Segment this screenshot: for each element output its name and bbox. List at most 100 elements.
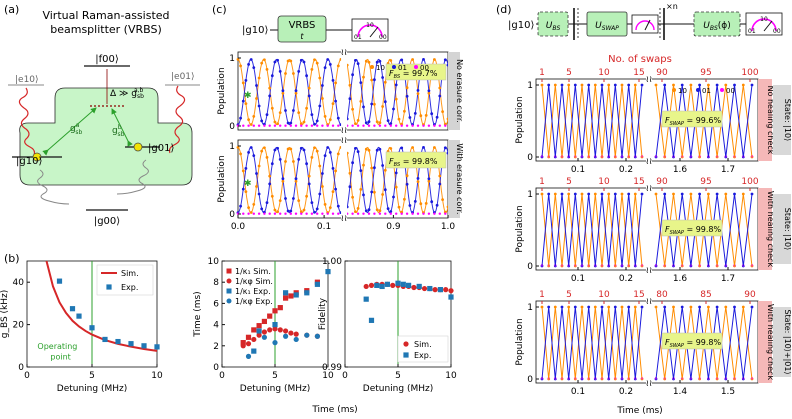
series-00-point <box>356 212 360 215</box>
c-legend-marker-0 <box>370 65 374 69</box>
d-state-label-0: State: |10⟩ <box>783 99 792 141</box>
series-10-point <box>383 168 387 172</box>
series-01-point <box>247 63 251 66</box>
series-00-point <box>326 212 329 215</box>
series-2-point <box>304 290 310 296</box>
c-row-label-0: No erasure corr. <box>455 59 464 123</box>
series-10-point <box>286 59 290 63</box>
series-0-point <box>411 284 417 291</box>
series-0-point <box>267 313 273 319</box>
panel-a: (a) Virtual Raman-assisted beamsplitter … <box>4 3 200 227</box>
c-x-tick-label: 0.0 <box>231 222 246 232</box>
series-00-point <box>289 124 292 127</box>
coupling-region <box>19 87 193 186</box>
series-1-point <box>379 283 385 290</box>
series-00-point <box>257 212 261 215</box>
legend-sim-label: Sim. <box>414 340 432 349</box>
swap-tick-label: 85 <box>700 290 711 300</box>
swap-tick-label: 15 <box>633 68 644 78</box>
series-01-point <box>294 89 298 93</box>
series-1-point <box>363 296 369 302</box>
legend-label-3: 1/κφ Exp. <box>235 297 273 306</box>
series-01-point <box>273 148 277 152</box>
d-fidelity-0-box <box>661 110 723 128</box>
series-01-point <box>315 207 319 211</box>
y-tick-label: 40 <box>13 278 25 288</box>
y-tick-label: 0 <box>18 363 24 373</box>
c-legend-label-0: 10 <box>376 64 385 72</box>
series-0-point <box>421 285 428 292</box>
series-10-point <box>255 97 258 100</box>
series-10-point <box>310 156 314 159</box>
series-00-point <box>337 212 340 215</box>
series-01-point <box>443 58 447 62</box>
series-01-point <box>249 58 253 61</box>
y-axis-label: Population <box>515 318 525 365</box>
d-x-tick-label: 1.4 <box>673 387 688 397</box>
series-01-point <box>383 100 387 104</box>
c-fidelity-1-text: FBS = 99.8% <box>389 157 438 168</box>
series-00-point <box>247 124 250 127</box>
series-10-point <box>247 206 251 210</box>
series-3-point <box>272 340 278 346</box>
d-state-label-1: State: |10⟩ <box>783 208 792 250</box>
c-x-tick-label: 1.0 <box>441 222 456 232</box>
axis-break-top: ≀≀ <box>646 297 653 307</box>
d-x-tick-label: 1.5 <box>721 387 735 397</box>
series-1-point <box>251 336 257 343</box>
series-01-point <box>362 193 365 197</box>
d-fidelity-0-text: FSWAP = 99.6% <box>665 116 722 127</box>
y-tick-label: 1 <box>229 142 235 152</box>
y-tick-label: 1 <box>527 190 533 200</box>
d-x-tick-label: 0.1 <box>571 274 585 284</box>
series-01-point <box>394 83 398 87</box>
series-10-point <box>281 91 285 95</box>
series-01-point <box>289 209 293 213</box>
series-01-point <box>302 148 306 152</box>
c-legend-marker-2 <box>414 65 418 69</box>
y-axis-label: g_BS (kHz) <box>0 290 10 339</box>
c-fidelity-0-text: FBS = 99.7% <box>389 69 438 80</box>
series-10-point <box>278 199 282 203</box>
d-gate-ubs-phi <box>693 11 741 37</box>
series-01-point <box>370 190 374 194</box>
series-1-point <box>267 327 273 333</box>
series-01-point <box>392 195 395 199</box>
series-01-point <box>373 78 376 82</box>
swap-tick-label: 15 <box>633 177 644 187</box>
series-10-point <box>310 68 314 71</box>
d-x-tick-label: 0.2 <box>619 165 633 175</box>
series-0-point <box>390 282 396 288</box>
y-tick-label: 8 <box>213 278 219 288</box>
series-1-point <box>256 332 262 338</box>
d-x-tick-label: 0.2 <box>619 274 633 284</box>
series-10-point <box>351 107 354 111</box>
series-01-point <box>413 112 417 115</box>
d-row-label-bg-2 <box>758 301 772 383</box>
d-x-tick-label: 0.2 <box>619 387 633 397</box>
c-row-label-1: With erasure corr. <box>455 143 464 214</box>
series-00-point <box>405 124 409 127</box>
coupling-arrow-a <box>42 107 97 156</box>
series-00-point <box>373 124 376 127</box>
y-tick-label: 10 <box>208 257 220 267</box>
series-01-point <box>443 146 447 150</box>
series-01-point <box>321 84 324 87</box>
axis-break-bottom: ≀≀ <box>646 157 653 167</box>
exp-point <box>128 341 134 347</box>
series-00-point <box>422 212 425 215</box>
series-10-point <box>438 174 442 178</box>
meter-label-mid: 10 <box>366 22 374 29</box>
series-01-point <box>315 119 319 123</box>
series-00-point <box>427 124 431 127</box>
series-10-point <box>427 179 431 183</box>
meter-needle <box>369 26 379 38</box>
series-01-point <box>255 84 258 87</box>
y-tick-label: 1 <box>527 303 533 313</box>
series-10-point <box>438 86 442 90</box>
series-01-point <box>326 146 330 149</box>
series-0-point <box>283 295 289 301</box>
